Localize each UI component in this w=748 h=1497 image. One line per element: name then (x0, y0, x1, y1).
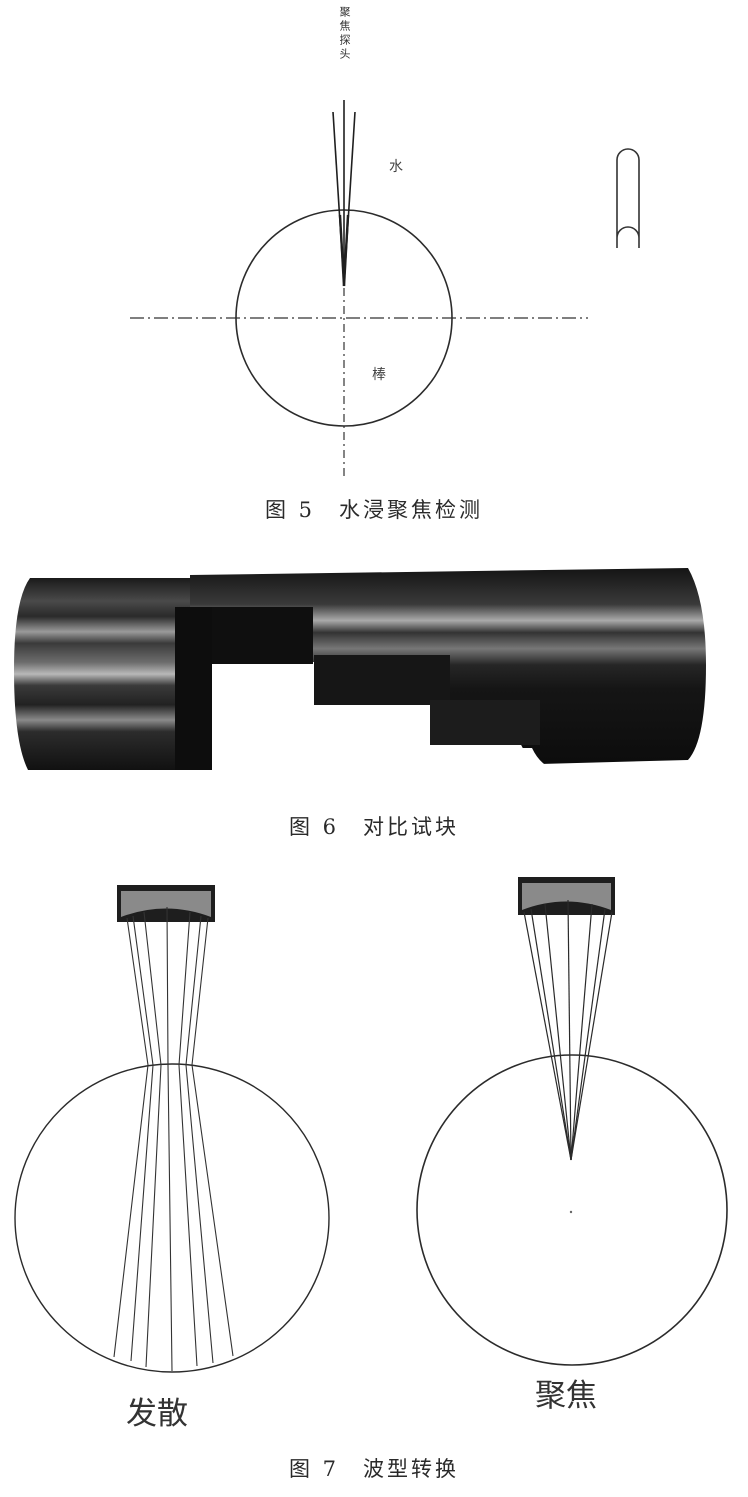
center-dot (569, 1210, 573, 1214)
water-label: 水 (389, 159, 403, 175)
step-face-2 (314, 655, 450, 705)
figure-6-number: 图 6 (288, 815, 340, 839)
focusing-label: 聚焦 (535, 1378, 597, 1414)
figure-6-title: 对比试块 (363, 815, 460, 839)
probe-profile-icon (616, 148, 640, 248)
probe-label: 聚焦探头 (338, 6, 351, 62)
focusing-bar-circle (416, 1054, 728, 1366)
step-face-3 (430, 700, 540, 745)
figure-7-title: 波型转换 (363, 1457, 460, 1481)
figure-5-number: 图 5 (264, 498, 316, 522)
divergent-panel (14, 885, 330, 1373)
bar-left-section (14, 578, 190, 770)
divergent-beam-lines (113, 906, 234, 1372)
step-wall-1 (175, 607, 212, 770)
divergent-label: 发散 (126, 1396, 188, 1432)
figure-7-number: 图 7 (288, 1457, 340, 1481)
focusing-beam-lines (523, 899, 613, 1161)
divergent-bar-circle (14, 1063, 330, 1373)
figure-5-caption: 图 5 水浸聚焦检测 (0, 494, 748, 524)
reference-block-photo (14, 568, 706, 770)
figure-5-title: 水浸聚焦检测 (339, 498, 484, 522)
figure-6-caption: 图 6 对比试块 (0, 811, 748, 841)
focusing-panel (416, 877, 728, 1366)
probe-beam-icon (332, 100, 356, 287)
figure-7-caption: 图 7 波型转换 (0, 1453, 748, 1483)
bar-label: 棒 (372, 367, 386, 383)
figure-5-diagram (130, 100, 640, 478)
